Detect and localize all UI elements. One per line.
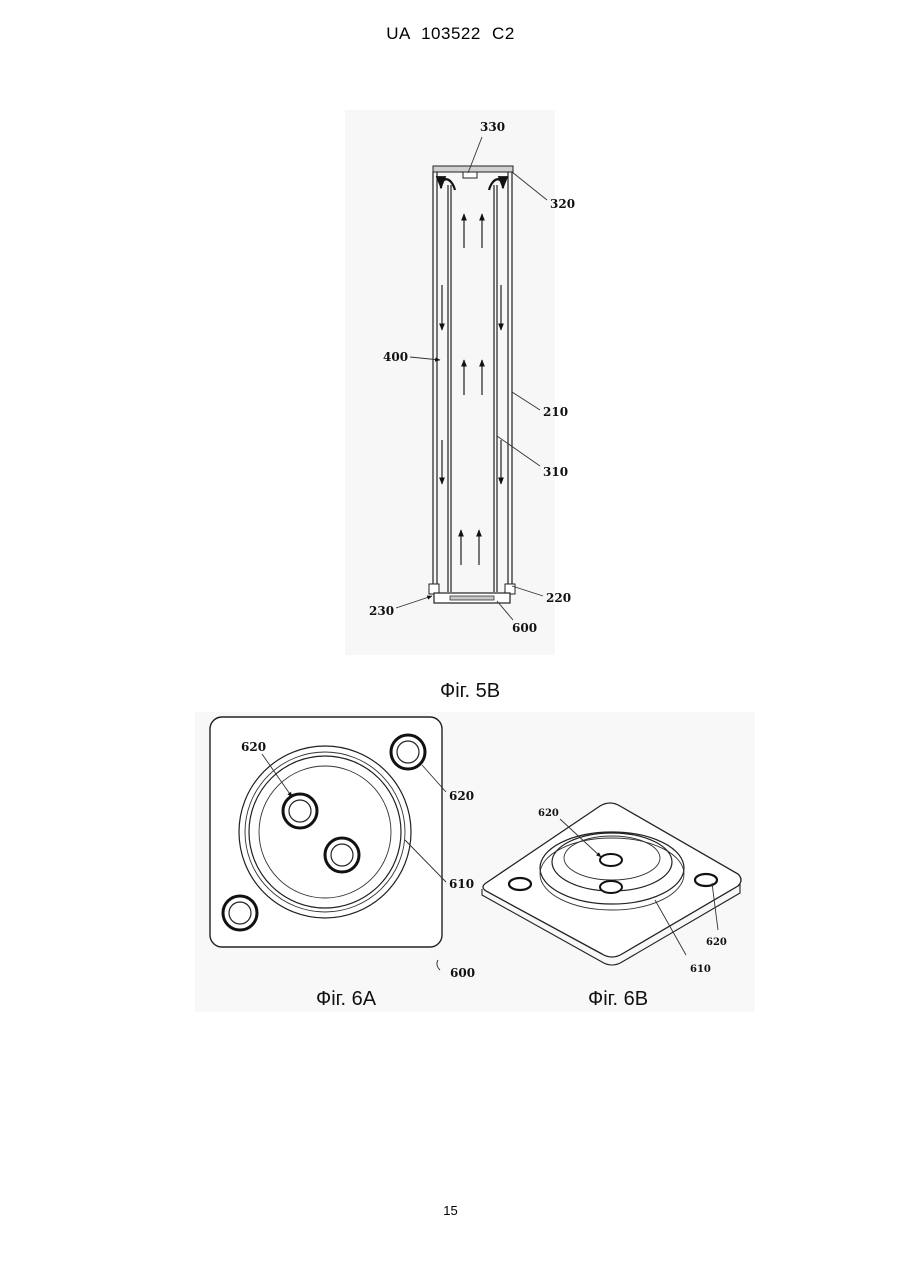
caption-fig-5b: Фіг. 5В [440, 680, 500, 702]
label-600: 600 [512, 621, 537, 635]
caption-fig-6b: Фіг. 6В [588, 988, 648, 1010]
label-330: 330 [480, 120, 505, 134]
page-number: 15 [0, 1203, 901, 1218]
label-6a-600: 600 [450, 966, 475, 980]
label-6b-620-center: 620 [538, 808, 559, 819]
label-6b-620-corner: 620 [706, 937, 727, 948]
caption-fig-6a: Фіг. 6А [316, 988, 377, 1010]
label-6b-610: 610 [690, 964, 711, 975]
label-400: 400 [383, 350, 408, 364]
label-310: 310 [543, 465, 568, 479]
scan-background-5b [345, 110, 555, 655]
label-6a-610: 610 [449, 877, 474, 891]
label-6a-620-corner: 620 [449, 789, 474, 803]
label-230: 230 [369, 604, 394, 618]
label-6a-620-center: 620 [241, 740, 266, 754]
label-320: 320 [550, 197, 575, 211]
fig-6a-drawing [210, 717, 446, 970]
label-210: 210 [543, 405, 568, 419]
label-220: 220 [546, 591, 571, 605]
